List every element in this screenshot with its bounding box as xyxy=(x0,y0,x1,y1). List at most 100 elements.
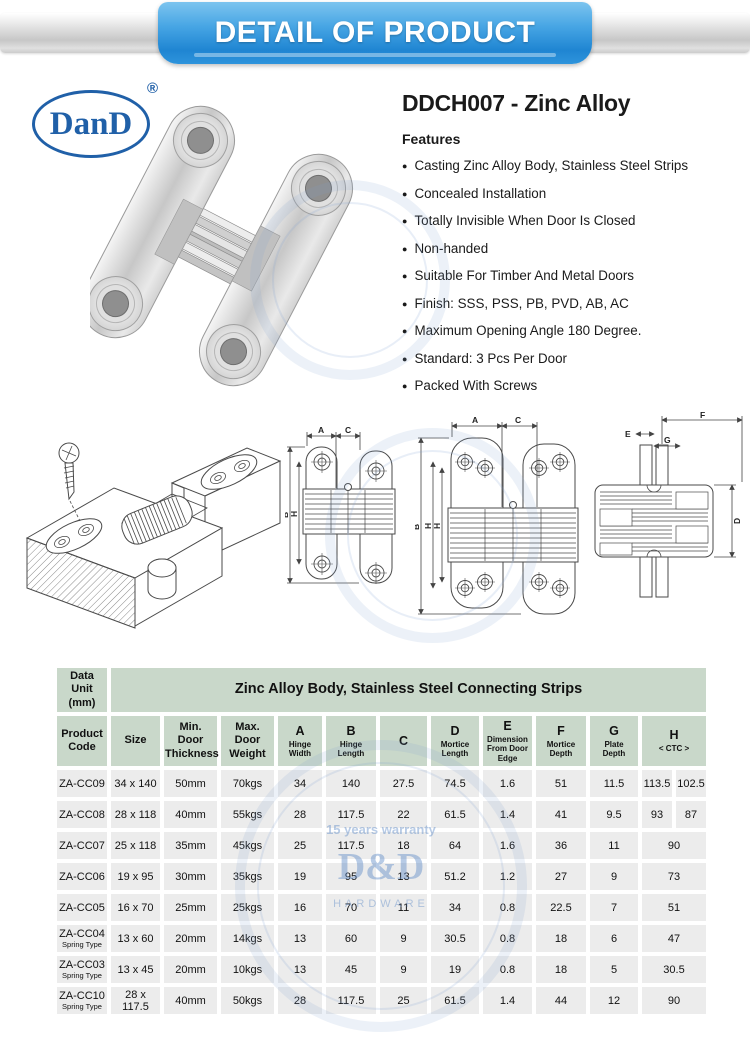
hinge-leaf-a xyxy=(90,105,235,339)
spec-cell: 28 xyxy=(278,987,322,1014)
feature-text: Suitable For Timber And Metal Doors xyxy=(414,268,634,283)
spec-cell: 19 x 95 xyxy=(111,863,160,890)
spec-cell: 95 xyxy=(326,863,376,890)
column-header-cell: Product Code xyxy=(57,716,107,766)
spec-cell: 9.5 xyxy=(590,801,638,828)
feature-text: Casting Zinc Alloy Body, Stainless Steel… xyxy=(414,158,689,173)
dim-label-h: H xyxy=(432,523,442,529)
spec-cell: 18 xyxy=(536,925,586,952)
spec-cell: 1.4 xyxy=(483,987,532,1014)
spec-cell: 5 xyxy=(590,956,638,983)
spec-cell: 11 xyxy=(590,832,638,859)
feature-item: ●Packed With Screws xyxy=(402,378,742,393)
spec-cell: 55kgs xyxy=(221,801,274,828)
screw-holes xyxy=(311,451,387,584)
spec-cell: 50mm xyxy=(164,770,217,797)
spec-cell: 0.8 xyxy=(483,894,532,921)
feature-item: ●Concealed Installation xyxy=(402,186,742,201)
spec-cell: 117.5 xyxy=(326,801,376,828)
brand-logo: DanD xyxy=(32,90,150,158)
spec-cell: 61.5 xyxy=(431,801,479,828)
spec-cell: 10kgs xyxy=(221,956,274,983)
spec-cell: 74.5 xyxy=(431,770,479,797)
spec-cell: 34 xyxy=(431,894,479,921)
feature-item: ●Totally Invisible When Door Is Closed xyxy=(402,213,742,228)
dim-label-c: C xyxy=(345,425,351,435)
bullet-icon: ● xyxy=(402,216,408,226)
features-list: ● Casting Zinc Alloy Body, Stainless Stee… xyxy=(402,158,742,406)
feature-text: Finish: SSS, PSS, PB, PVD, AB, AC xyxy=(414,295,629,311)
spec-cell: 41 xyxy=(536,801,586,828)
banner-title: DETAIL OF PRODUCT xyxy=(214,16,536,49)
product-code-cell: ZA-CC08 xyxy=(57,801,107,828)
spec-cell: 34 x 140 xyxy=(111,770,160,797)
spec-cell: 13 x 45 xyxy=(111,956,160,983)
spec-cell: 40mm xyxy=(164,987,217,1014)
product-code-cell: ZA-CC06 xyxy=(57,863,107,890)
product-code-cell: ZA-CC07 xyxy=(57,832,107,859)
spec-cell: 25 xyxy=(278,832,322,859)
spec-cell: 51.2 xyxy=(431,863,479,890)
features-heading: Features xyxy=(402,131,461,147)
spec-cell: 0.8 xyxy=(483,925,532,952)
unit-header-cell: Data Unit (mm) xyxy=(57,668,107,712)
diagram-installation-isometric xyxy=(25,442,282,629)
column-header-cell: C xyxy=(380,716,427,766)
spec-cell: 11.5 xyxy=(590,770,638,797)
spec-cell: 50kgs xyxy=(221,987,274,1014)
feature-text: Maximum Opening Angle 180 Degree. xyxy=(414,323,642,338)
spec-cell: 117.5 xyxy=(326,987,376,1014)
spec-cell: 113.5 xyxy=(642,770,672,797)
spec-cell: 102.5 xyxy=(676,770,707,797)
spec-cell: 18 xyxy=(380,832,427,859)
spring-type-note: Spring Type xyxy=(62,940,102,950)
bullet-icon: ● xyxy=(402,188,408,199)
diagram-side-view: F E G D xyxy=(594,412,743,598)
spec-cell: 1.6 xyxy=(483,832,532,859)
ribbon-shine xyxy=(194,53,556,57)
bullet-icon: ● xyxy=(402,298,408,309)
spec-cell: 34 xyxy=(278,770,322,797)
spring-type-note: Spring Type xyxy=(62,1002,102,1012)
feature-item: ●Maximum Opening Angle 180 Degree. xyxy=(402,323,742,338)
registered-trademark-icon: ® xyxy=(147,80,159,97)
spec-cell: 9 xyxy=(380,925,427,952)
spec-cell: 28 x 117.5 xyxy=(111,987,160,1014)
feature-item: ●Casting Zinc Alloy Body, Stainless Stee… xyxy=(402,158,742,173)
product-code-cell: ZA-CC05 xyxy=(57,894,107,921)
column-header-cell: Size xyxy=(111,716,160,766)
spec-cell: 16 x 70 xyxy=(111,894,160,921)
spec-cell: 93 xyxy=(642,801,672,828)
dim-label-h: H xyxy=(423,523,433,529)
dim-label-c: C xyxy=(515,415,521,425)
spec-cell: 40mm xyxy=(164,801,217,828)
spec-cell: 19 xyxy=(431,956,479,983)
spec-cell: 87 xyxy=(676,801,707,828)
spec-cell: 20mm xyxy=(164,956,217,983)
banner-ribbon: DETAIL OF PRODUCT xyxy=(158,2,592,64)
spec-cell: 35mm xyxy=(164,832,217,859)
spec-cell: 45 xyxy=(326,956,376,983)
spec-cell: 20mm xyxy=(164,925,217,952)
bullet-icon: ● xyxy=(402,353,408,364)
spec-cell: 30.5 xyxy=(642,956,707,983)
spec-cell: 13 xyxy=(278,956,322,983)
spec-cell: 35kgs xyxy=(221,863,274,890)
feature-item: ●Non-handed xyxy=(402,241,742,256)
spec-cell: 0.8 xyxy=(483,956,532,983)
spec-cell: 140 xyxy=(326,770,376,797)
feature-text: Packed With Screws xyxy=(414,378,538,393)
spec-cell: 61.5 xyxy=(431,987,479,1014)
